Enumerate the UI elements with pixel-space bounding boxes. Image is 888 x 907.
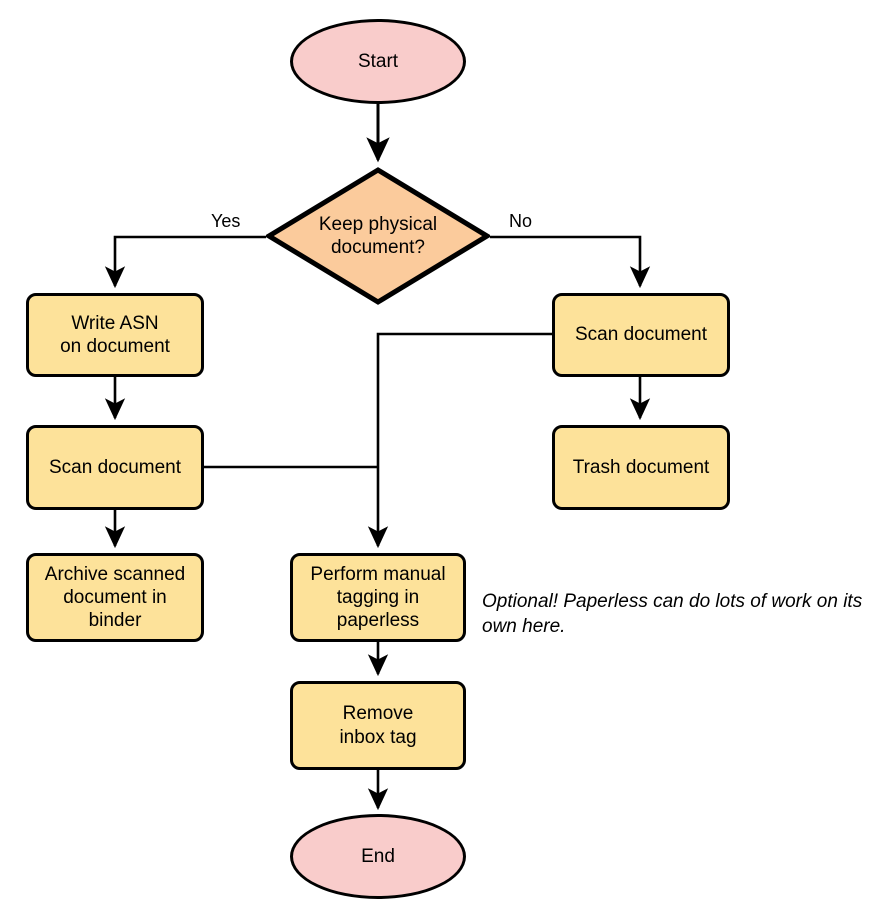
edge-decision-no-to-scan-right	[490, 235, 651, 289]
edge-label-no: No	[509, 211, 533, 231]
edge-decision-yes-to-write-asn	[104, 235, 266, 289]
annotation-optional-note: Optional! Paperless can do lots of work …	[482, 591, 863, 637]
node-trash-document[interactable]: Trash document	[552, 425, 730, 510]
node-trash-document-label: Trash document	[572, 456, 710, 478]
node-keep-physical-document-label: Keep physical document?	[318, 213, 438, 258]
node-remove-inbox-tag-label: Remove inbox tag	[339, 703, 417, 748]
node-keep-physical-document[interactable]: Keep physical document?	[266, 167, 490, 305]
node-archive-in-binder-label: Archive scanned document in binder	[44, 563, 186, 632]
node-start-label: Start	[357, 50, 399, 72]
node-remove-inbox-tag[interactable]: Remove inbox tag	[290, 681, 466, 770]
node-scan-document-left[interactable]: Scan document	[26, 425, 204, 510]
node-archive-in-binder[interactable]: Archive scanned document in binder	[26, 553, 204, 642]
node-scan-document-right[interactable]: Scan document	[552, 293, 730, 377]
node-start[interactable]: Start	[290, 19, 466, 104]
node-write-asn[interactable]: Write ASN on document	[26, 293, 204, 377]
node-manual-tagging[interactable]: Perform manual tagging in paperless	[290, 553, 466, 642]
node-scan-document-right-label: Scan document	[574, 324, 708, 346]
node-scan-document-left-label: Scan document	[48, 456, 182, 478]
edge-scan-right-to-manual-tagging	[367, 332, 552, 549]
diamond-shape	[266, 167, 490, 305]
node-end-label: End	[361, 845, 395, 867]
edge-label-yes: Yes	[211, 211, 241, 231]
node-manual-tagging-label: Perform manual tagging in paperless	[310, 563, 446, 632]
node-end[interactable]: End	[290, 814, 466, 899]
node-write-asn-label: Write ASN on document	[60, 312, 170, 357]
